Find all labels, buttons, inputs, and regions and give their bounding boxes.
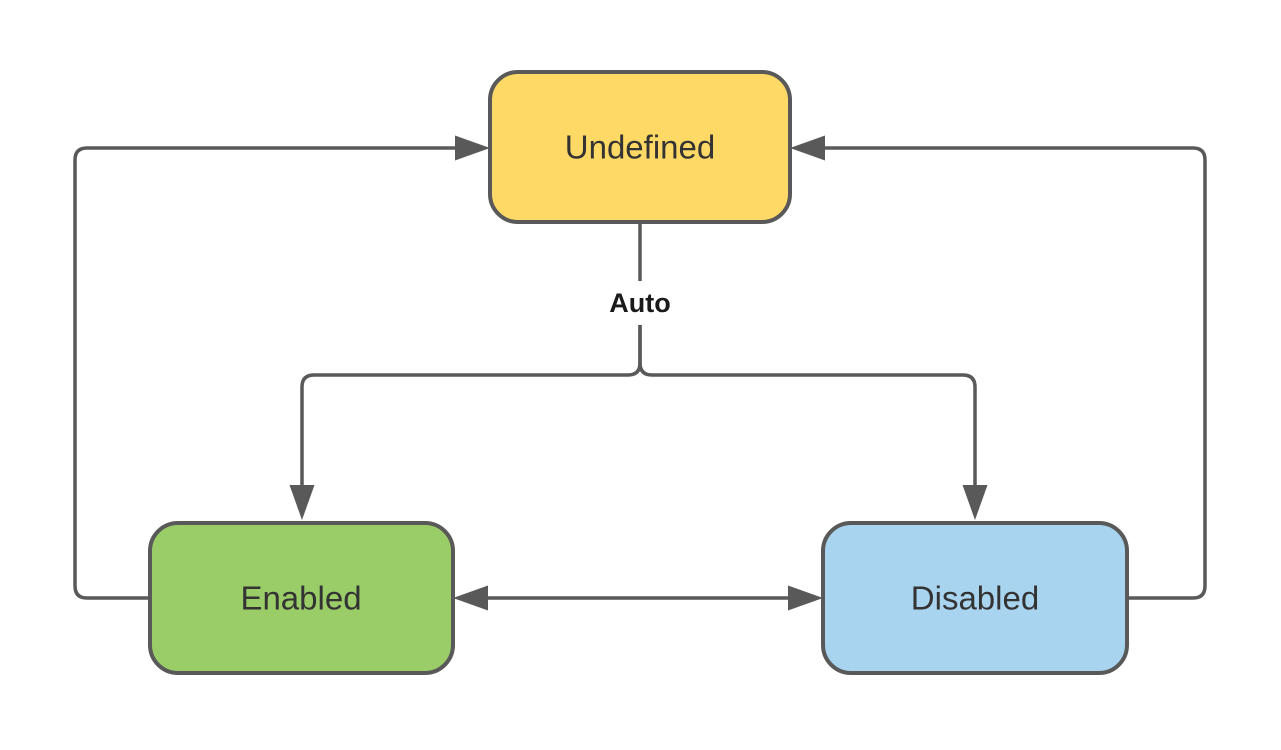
node-disabled-label: Disabled xyxy=(911,580,1039,617)
edge-enabled-disabled-left-arrowhead-icon xyxy=(453,585,488,611)
edge-undefined-to-enabled-path xyxy=(300,325,642,488)
edge-disabled-to-undefined-arrowhead-icon xyxy=(790,135,825,161)
node-enabled: Enabled xyxy=(148,521,455,675)
edge-enabled-to-undefined-arrowhead-icon xyxy=(455,135,490,161)
edge-undefined-to-enabled-arrowhead-icon xyxy=(289,485,315,520)
edge-enabled-disabled-right-arrowhead-icon xyxy=(788,585,823,611)
node-disabled: Disabled xyxy=(821,521,1129,675)
node-undefined-shape xyxy=(488,70,792,224)
edge-label-auto: Auto xyxy=(609,288,670,318)
edge-undefined-to-disabled-path xyxy=(638,325,977,488)
node-enabled-shape xyxy=(148,521,455,675)
edge-undefined-to-disabled-arrowhead-icon xyxy=(962,485,988,520)
node-undefined: Undefined xyxy=(488,70,792,224)
node-enabled-label: Enabled xyxy=(240,580,361,617)
node-undefined-label: Undefined xyxy=(565,129,715,166)
edge-disabled-to-undefined-path xyxy=(823,146,1207,600)
node-disabled-shape xyxy=(821,521,1129,675)
edge-enabled-to-undefined-path xyxy=(73,146,457,600)
